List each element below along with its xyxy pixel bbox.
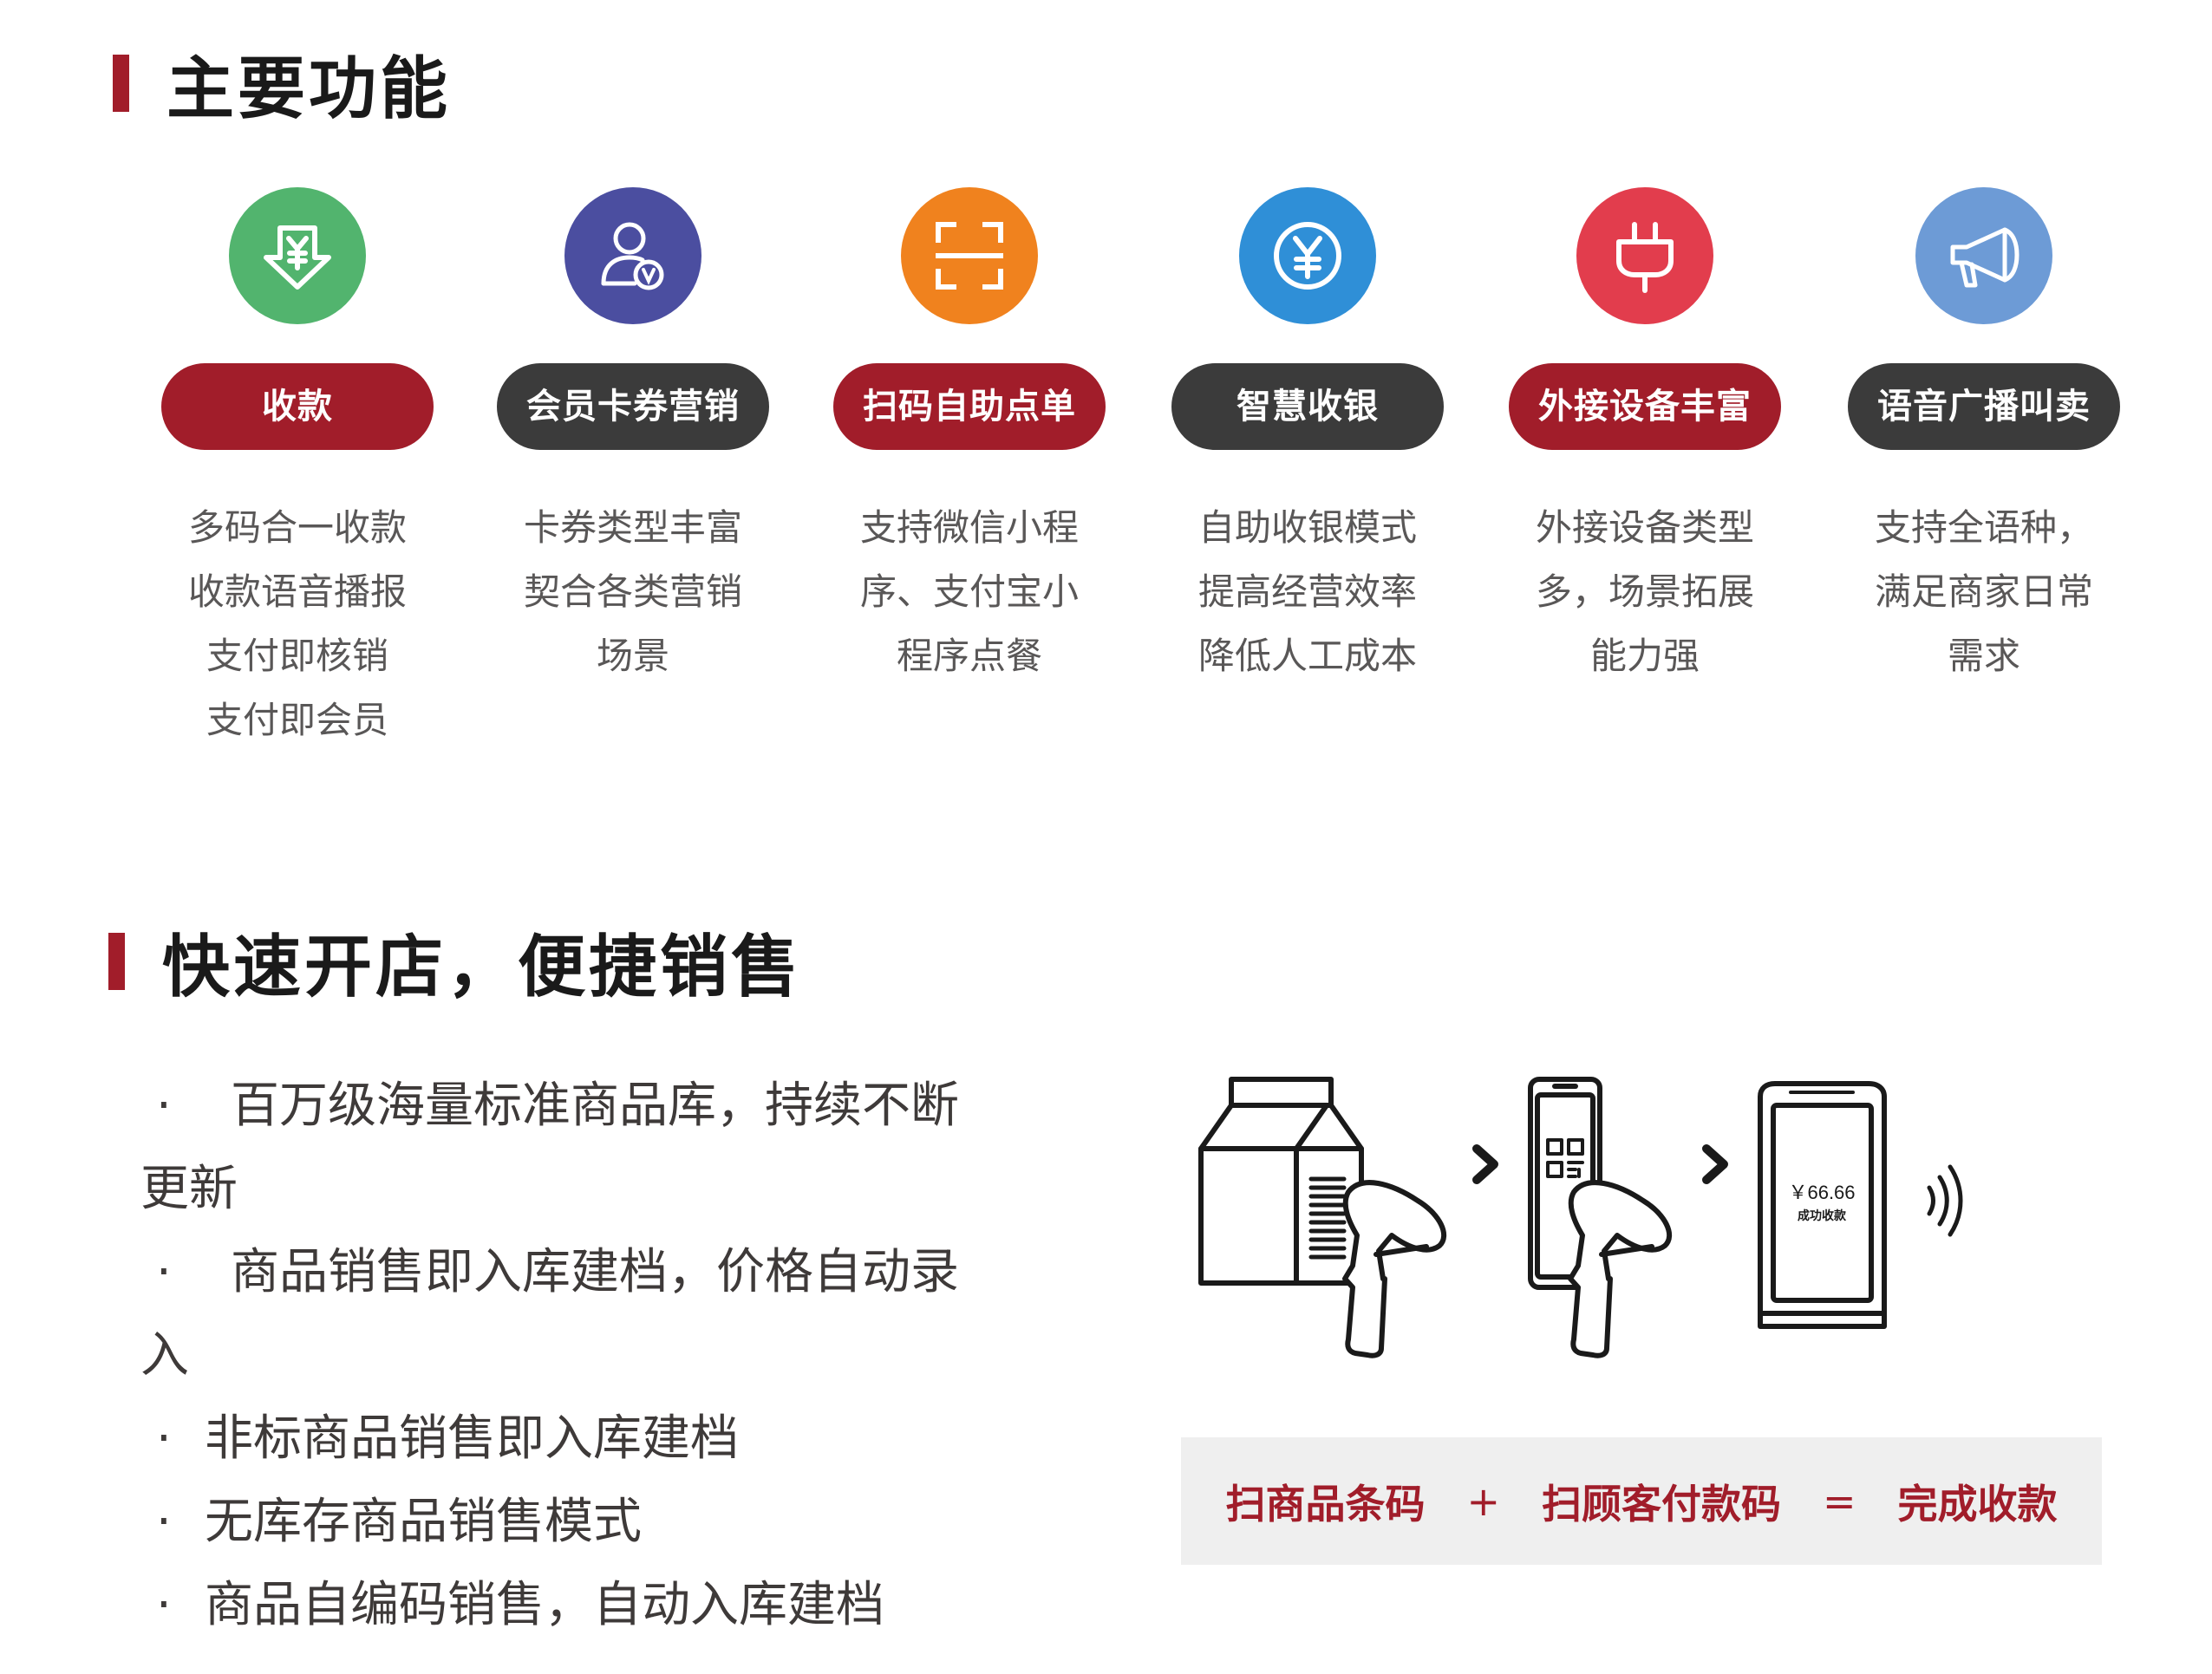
flow-plus-sign: +	[1466, 1477, 1500, 1525]
bullet-dot: ·	[156, 1494, 172, 1550]
feature-external-devices: 外接设备丰富 外接设备类型 多，场景拓展 能力强	[1498, 187, 1792, 777]
desc-line: 契合各类营销	[523, 570, 742, 613]
bullet-item: · 商品自编码销售，自动入库建档	[140, 1564, 1060, 1647]
feature-label-pill: 扫码自助点单	[833, 363, 1106, 450]
bullet-text: 商品销售即入库建档，价格自动录	[231, 1244, 959, 1300]
feature-label-pill: 外接设备丰富	[1509, 363, 1781, 450]
bullet-continuation: 入	[140, 1314, 1060, 1397]
bullet-text: 非标商品销售即入库建档	[205, 1410, 739, 1467]
feature-description: 支持微信小程 序、支付宝小 程序点餐	[822, 496, 1117, 688]
desc-line: 程序点餐	[896, 635, 1042, 677]
feature-description: 支持全语种， 满足商家日常 需求	[1837, 496, 2131, 688]
section-title-text: 快速开店，便捷销售	[162, 928, 803, 1006]
feature-voice-broadcast: 语音广播叫卖 支持全语种， 满足商家日常 需求	[1837, 187, 2131, 777]
desc-line: 提高经营效率	[1197, 570, 1417, 613]
feature-member-coupon: 会员卡券营销 卡券类型丰富 契合各类营销 场景	[486, 187, 780, 777]
feature-scan-order: 扫码自助点单 支持微信小程 序、支付宝小 程序点餐	[822, 187, 1117, 777]
desc-line: 降低人工成本	[1197, 635, 1417, 677]
desc-line: 需求	[1947, 635, 2020, 677]
desc-line: 卡券类型丰富	[523, 506, 742, 549]
feature-label-pill: 语音广播叫卖	[1848, 363, 2120, 450]
flow-result: 完成收款	[1897, 1480, 2058, 1527]
bullet-dot: ·	[156, 1244, 172, 1300]
feature-description: 多码合一收款 收款语音播报 支付即核销 支付即会员	[150, 496, 445, 752]
desc-line: 支付即核销	[206, 635, 388, 677]
plug-icon	[1576, 187, 1713, 324]
feature-description: 自助收银模式 提高经营效率 降低人工成本	[1160, 496, 1455, 688]
bullet-text: 入	[140, 1327, 189, 1384]
bullet-dot: ·	[156, 1078, 172, 1134]
section-title-main-features: 主要功能	[113, 35, 451, 132]
bullet-continuation: 更新	[140, 1148, 1060, 1231]
bullet-dot: ·	[156, 1410, 172, 1467]
desc-line: 外接设备类型	[1535, 506, 1754, 549]
section-title-text: 主要功能	[166, 50, 452, 128]
bullet-text: 更新	[140, 1161, 238, 1217]
yen-down-arrow-icon	[229, 187, 366, 324]
payment-flow-illustration: ￥66.66 成功收款	[1198, 1077, 1963, 1358]
desc-line: 多码合一收款	[187, 506, 407, 549]
payment-flow-bar: 扫商品条码 + 扫顾客付款码 = 完成收款	[1181, 1437, 2102, 1565]
megaphone-icon	[1915, 187, 2052, 324]
feature-label-pill: 会员卡券营销	[497, 363, 769, 450]
desc-line: 序、支付宝小	[859, 570, 1079, 613]
feature-description: 卡券类型丰富 契合各类营销 场景	[486, 496, 780, 688]
product-box-icon	[1198, 1077, 1364, 1286]
contactless-wave-icon	[1927, 1164, 1963, 1237]
bullet-item: · 百万级海量标准商品库，持续不断	[140, 1065, 1060, 1148]
desc-line: 自助收银模式	[1197, 506, 1417, 549]
desc-line: 支持全语种，	[1874, 506, 2093, 549]
feature-description: 外接设备类型 多，场景拓展 能力强	[1498, 496, 1792, 688]
bullet-text: 无库存商品销售模式	[205, 1494, 642, 1550]
title-accent-bar	[113, 55, 129, 112]
yen-coin-icon	[1239, 187, 1376, 324]
desc-line: 场景	[596, 635, 669, 677]
member-v-icon	[564, 187, 701, 324]
desc-line: 多，场景拓展	[1535, 570, 1754, 613]
desc-line: 能力强	[1589, 635, 1700, 677]
scan-frame-icon	[901, 187, 1038, 324]
flow-equals-sign: =	[1823, 1477, 1856, 1525]
title-accent-bar	[108, 933, 125, 990]
barcode-scanner-icon	[1568, 1180, 1672, 1358]
bullet-item: · 非标商品销售即入库建档	[140, 1397, 1060, 1481]
flow-step-scan-payment: 扫顾客付款码	[1542, 1480, 1781, 1527]
bullet-item: · 无库存商品销售模式	[140, 1481, 1060, 1564]
feature-payment: 收款 多码合一收款 收款语音播报 支付即核销 支付即会员	[150, 187, 445, 777]
barcode-scanner-icon	[1342, 1180, 1446, 1358]
feature-label-pill: 智慧收银	[1171, 363, 1444, 450]
payment-terminal-icon: ￥66.66 成功收款	[1758, 1081, 1887, 1329]
desc-line: 收款语音播报	[187, 570, 407, 613]
feature-smart-cashier: 智慧收银 自助收银模式 提高经营效率 降低人工成本	[1160, 187, 1455, 777]
section-title-quick-store: 快速开店，便捷销售	[108, 913, 802, 1010]
arrow-right-icon	[1702, 1144, 1728, 1184]
bullet-text: 商品自编码销售，自动入库建档	[205, 1577, 884, 1633]
bullet-item: · 商品销售即入库建档，价格自动录	[140, 1231, 1060, 1314]
feature-label-pill: 收款	[161, 363, 434, 450]
feature-bullet-list: · 百万级海量标准商品库，持续不断 更新 · 商品销售即入库建档，价格自动录 入 ·…	[140, 1065, 1060, 1647]
desc-line: 支付即会员	[206, 699, 388, 741]
terminal-status: 成功收款	[1798, 1208, 1847, 1223]
flow-step-scan-product: 扫商品条码	[1225, 1480, 1426, 1527]
desc-line: 满足商家日常	[1874, 570, 2093, 613]
bullet-dot: ·	[156, 1577, 172, 1633]
desc-line: 支持微信小程	[859, 506, 1079, 549]
bullet-text: 百万级海量标准商品库，持续不断	[231, 1078, 959, 1134]
arrow-right-icon	[1472, 1144, 1498, 1184]
terminal-amount: ￥66.66	[1788, 1182, 1855, 1203]
